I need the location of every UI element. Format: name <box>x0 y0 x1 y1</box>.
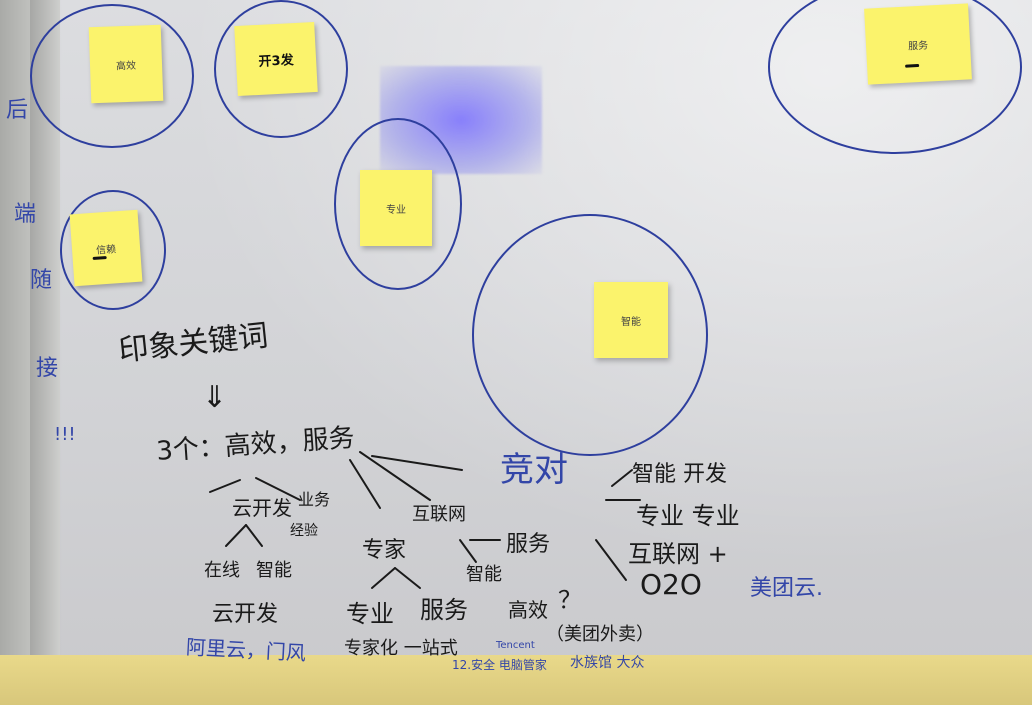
left-margin-2: 端 <box>14 202 37 227</box>
branch-service: 服务 <box>420 596 468 624</box>
branch-expert: 专家 <box>362 538 407 563</box>
branch-professional: 专业 <box>346 600 394 628</box>
meituan-paren: （美团外卖） <box>546 624 654 645</box>
branch-cloud: 云开发 <box>232 496 292 520</box>
bottom-tencent: Tencent <box>496 640 535 651</box>
branch-internet: 互联网 <box>412 504 466 525</box>
left-margin-5: !!! <box>54 424 76 445</box>
circle-middle <box>334 118 462 290</box>
right-list-2: 专业 专业 <box>636 502 740 530</box>
sticky-note-middle: 专业 <box>360 170 432 246</box>
branch-online: 在线 <box>204 560 240 581</box>
bottom-aliyun: 阿里云，门风 <box>185 634 307 666</box>
circle-top-left <box>30 4 194 148</box>
left-margin-3: 随 <box>30 268 53 293</box>
floor <box>0 655 1032 705</box>
sticky-label: 智能 <box>621 316 641 328</box>
right-list-4: O2O <box>640 568 702 601</box>
branch-intelligent: 智能 <box>256 560 292 581</box>
circle-center <box>472 214 708 456</box>
bottom-aquarium: 水族馆 大众 <box>570 655 645 671</box>
branch-cloud-bottom: 云开发 <box>212 602 279 627</box>
bottom-security: 12.安全 电脑管家 <box>452 658 547 672</box>
sticky-label: 专业 <box>386 204 406 216</box>
branch-internet-smart: 智能 <box>466 564 502 585</box>
down-arrow: ⇓ <box>202 380 228 415</box>
circle-left <box>60 190 166 310</box>
branch-experience: 经验 <box>290 523 318 539</box>
right-meituan-cloud: 美团云. <box>750 576 823 601</box>
branch-internet-service: 服务 <box>506 532 551 557</box>
branch-efficient: 高效 <box>508 598 548 622</box>
sticky-note-center: 智能 <box>594 282 668 358</box>
left-margin-4: 接 <box>36 356 59 381</box>
branch-business: 业务 <box>298 490 331 509</box>
right-list-3: 互联网 + <box>628 540 728 568</box>
question-mark: ？ <box>558 586 582 614</box>
bottom-one-stop: 专家化 一站式 <box>344 638 458 659</box>
left-margin-1: 后 <box>6 98 29 123</box>
circle-top-mid <box>214 0 348 138</box>
right-list-1: 智能 开发 <box>632 462 727 487</box>
circle-top-right <box>768 0 1022 154</box>
competitor-heading: 竞对 <box>500 450 568 490</box>
